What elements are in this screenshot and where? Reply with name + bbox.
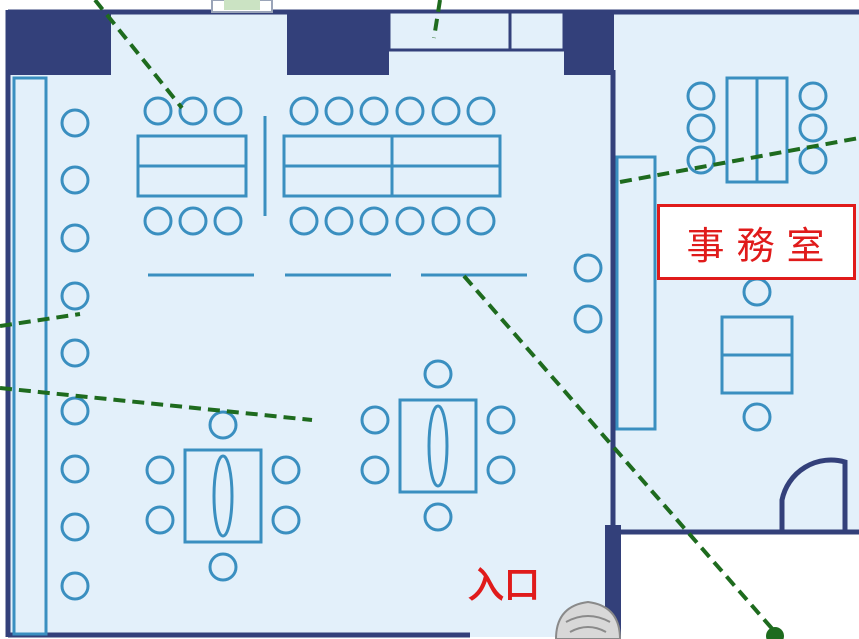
- furniture: [60, 76, 828, 601]
- wall-bench: [12, 76, 48, 636]
- entrance-area: [613, 532, 859, 639]
- person-illustration: [554, 600, 622, 639]
- wall-columns: [8, 10, 621, 639]
- main-room-floor: [8, 12, 613, 637]
- top-opening: [387, 10, 566, 52]
- entrance-label: 入口: [468, 565, 541, 606]
- office-door: [779, 457, 848, 530]
- guide-endpoint-dot: [766, 627, 784, 639]
- office-label: 事務室: [657, 204, 856, 280]
